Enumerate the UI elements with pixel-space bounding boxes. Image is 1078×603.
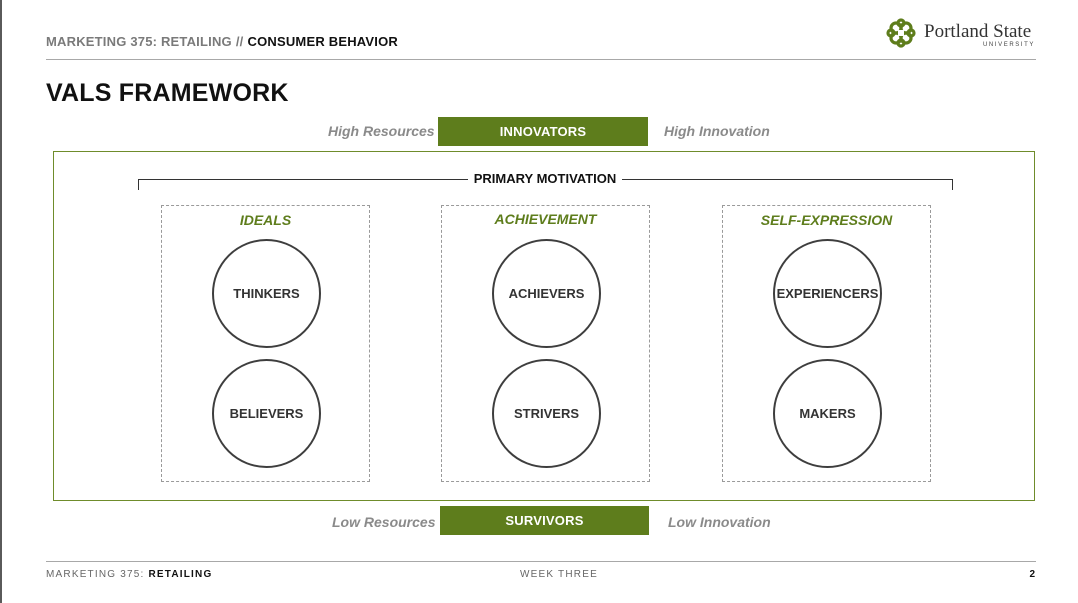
- group-ideals: IDEALS THINKERS BELIEVERS: [161, 205, 370, 482]
- header-separator: //: [235, 34, 244, 49]
- group-label-self-expression: SELF-EXPRESSION: [760, 212, 893, 228]
- segment-label: EXPERIENCERS: [776, 286, 879, 301]
- low-innovation-label: Low Innovation: [668, 514, 771, 530]
- group-self-expression: SELF-EXPRESSION EXPERIENCERS MAKERS: [722, 205, 931, 482]
- segment-makers: MAKERS: [773, 359, 882, 468]
- header-divider: [46, 59, 1036, 60]
- left-edge-border: [0, 0, 2, 603]
- footer-course-name: RETAILING: [148, 569, 213, 580]
- segment-experiencers: EXPERIENCERS: [773, 239, 882, 348]
- header-course: MARKETING 375: RETAILING: [46, 34, 232, 49]
- header-breadcrumb: MARKETING 375: RETAILING//CONSUMER BEHAV…: [46, 34, 398, 49]
- logo-name: Portland State: [924, 21, 1032, 42]
- high-resources-label: High Resources: [328, 123, 435, 139]
- segment-label: ACHIEVERS: [508, 286, 585, 301]
- page-title: VALS FRAMEWORK: [46, 79, 289, 107]
- segment-label: BELIEVERS: [229, 406, 304, 421]
- segment-label: THINKERS: [233, 286, 300, 301]
- segment-label: MAKERS: [799, 406, 856, 421]
- page-number: 2: [1029, 569, 1035, 580]
- segment-believers: BELIEVERS: [212, 359, 321, 468]
- segment-strivers: STRIVERS: [492, 359, 601, 468]
- innovators-bar: INNOVATORS: [438, 117, 648, 146]
- footer-course: MARKETING 375: RETAILING: [46, 569, 212, 580]
- high-innovation-label: High Innovation: [664, 123, 770, 139]
- bracket-left-tick: [138, 179, 139, 190]
- footer-week: WEEK THREE: [520, 569, 598, 580]
- group-label-achievement: ACHIEVEMENT: [494, 211, 597, 227]
- group-achievement: ACHIEVEMENT ACHIEVERS STRIVERS: [441, 205, 650, 482]
- vals-frame: [53, 151, 1035, 501]
- bracket-right-tick: [952, 179, 953, 190]
- footer-divider: [46, 561, 1036, 562]
- survivors-bar: SURVIVORS: [440, 506, 649, 535]
- psu-logo-icon: [886, 18, 916, 48]
- segment-label: STRIVERS: [513, 406, 579, 421]
- low-resources-label: Low Resources: [332, 514, 436, 530]
- group-label-ideals: IDEALS: [239, 212, 292, 228]
- segment-achievers: ACHIEVERS: [492, 239, 601, 348]
- primary-motivation-label: PRIMARY MOTIVATION: [468, 171, 622, 186]
- segment-thinkers: THINKERS: [212, 239, 321, 348]
- footer-course-prefix: MARKETING 375:: [46, 569, 145, 580]
- logo-subtitle: UNIVERSITY: [983, 42, 1036, 48]
- header-topic: CONSUMER BEHAVIOR: [247, 34, 398, 49]
